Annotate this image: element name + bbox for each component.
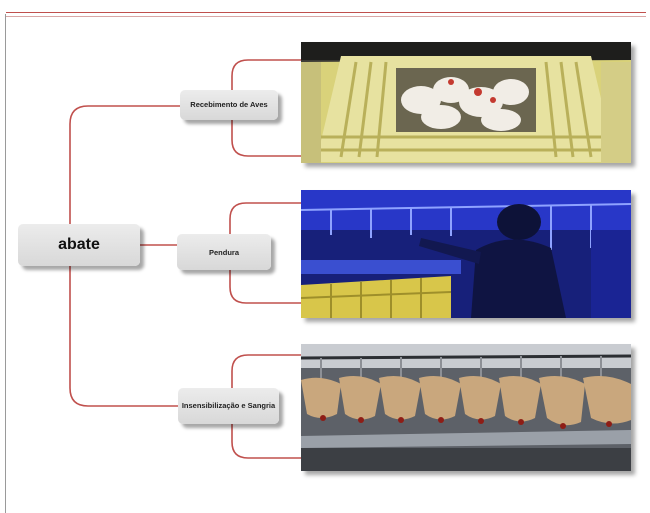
root-label: abate <box>58 236 100 253</box>
top-rule <box>6 12 646 13</box>
worker-hanging-birds-photo <box>301 190 631 318</box>
step-label: Recebimento de Aves <box>190 100 268 109</box>
connector-step1-bracket <box>231 59 302 157</box>
step-node-pendura: Pendura <box>177 234 271 270</box>
connector-step2-bracket <box>229 202 302 304</box>
crate-of-chickens-photo <box>301 42 631 163</box>
connector-root-to-step1 <box>69 105 180 224</box>
root-node-abate: abate <box>18 224 140 266</box>
step-node-recebimento: Recebimento de Aves <box>180 90 278 120</box>
top-rule-secondary <box>6 16 646 17</box>
connector-root-to-step3 <box>69 266 178 407</box>
step-label: Insensibilização e Sangria <box>181 401 276 410</box>
step-node-insensibilizacao: Insensibilização e Sangria <box>178 388 279 424</box>
frame-left-border <box>5 14 6 513</box>
shackle-line-bleeding-photo <box>301 344 631 471</box>
connector-step3-bracket <box>231 354 302 459</box>
step-label: Pendura <box>208 247 239 257</box>
